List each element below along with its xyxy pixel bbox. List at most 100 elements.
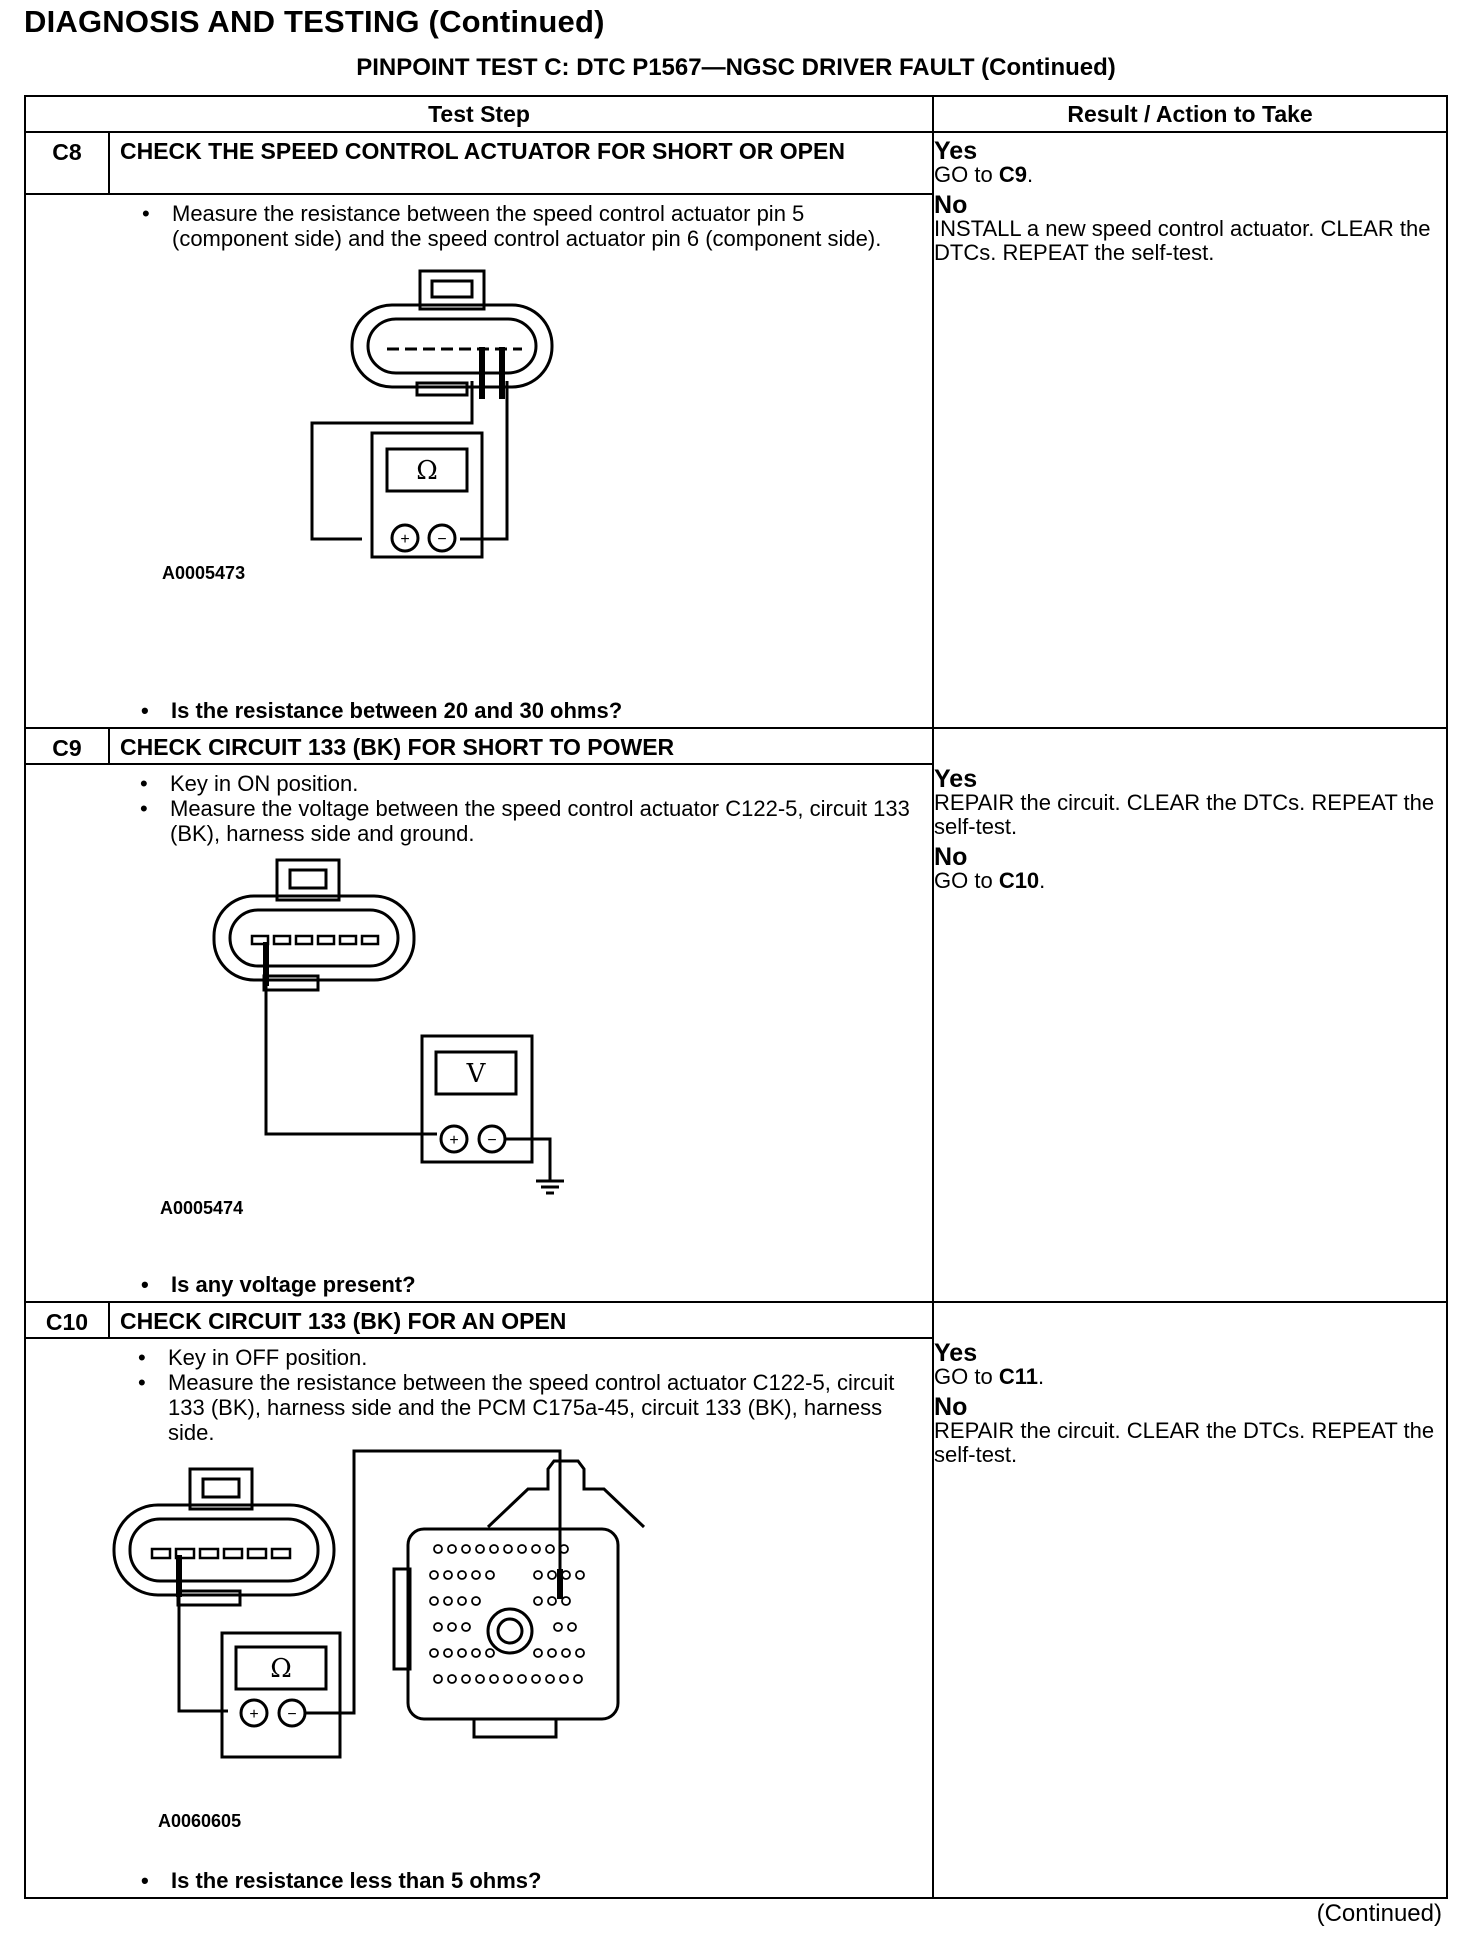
col-header-result: Result / Action to Take [932,95,1449,133]
resistance-measurement-diagram: Ω + − [310,269,554,559]
minus-terminal-icon: − [287,1706,296,1723]
pcm-pin [531,1544,541,1554]
pcm-pin [573,1674,583,1684]
ohm-symbol: Ω [270,1654,292,1684]
pcm-pin [533,1648,543,1658]
pcm-pin [547,1596,557,1606]
pcm-pin [433,1622,443,1632]
step-body-c8: Measure the resistance between the speed… [23,194,935,729]
pcm-pin [547,1570,557,1580]
pcm-pin [429,1570,439,1580]
step-body-c9: Key in ON position. Measure the voltage … [23,764,935,1303]
result-c8: Yes GO to C9. No INSTALL a new speed con… [932,131,1449,729]
no-action: GO to C10. [934,868,1046,893]
pcm-pin [429,1648,439,1658]
step-id-c10: C10 [24,1301,110,1339]
pcm-pin [461,1622,471,1632]
yes-label: Yes [934,1339,978,1367]
pinpoint-test-title: PINPOINT TEST C: DTC P1567—NGSC DRIVER F… [356,54,1116,81]
pcm-pin [567,1622,577,1632]
voltage-measurement-diagram: V + − [212,858,564,1195]
pcm-pin [489,1674,499,1684]
pcm-pin [461,1674,471,1684]
continued-label: (Continued) [1316,1900,1442,1927]
pcm-pin [429,1596,439,1606]
pcm-pin [575,1648,585,1658]
pcm-pin [547,1648,557,1658]
no-label: No [934,1393,968,1421]
minus-terminal-icon: − [487,1132,496,1149]
pcm-pin [575,1570,585,1580]
figure-id: A0005473 [162,563,246,583]
pcm-pin [559,1544,569,1554]
yes-action: REPAIR the circuit. CLEAR the DTCs. REPE… [934,790,1435,839]
pcm-circuit-diagram: Ω + − [112,1449,646,1759]
pcm-pin [475,1674,485,1684]
pcm-pin [447,1674,457,1684]
no-label: No [934,191,968,219]
step-id-c9: C9 [24,727,110,765]
pcm-pin [561,1570,571,1580]
instruction: Key in ON position. [130,771,922,796]
pcm-pin [471,1570,481,1580]
pcm-pin [533,1596,543,1606]
pcm-pin [517,1544,527,1554]
pinpoint-test-table: Test Step Result / Action to Take C8 CHE… [23,95,1449,1899]
yes-label: Yes [934,765,978,793]
pcm-pin [545,1674,555,1684]
goto-step: C11 [998,1364,1038,1389]
pcm-pin [443,1596,453,1606]
pcm-pin [559,1674,569,1684]
step-question: Is the resistance between 20 and 30 ohms… [131,698,622,723]
no-action: INSTALL a new speed control actuator. CL… [934,216,1431,265]
yes-action: GO to C9. [934,162,1034,187]
figure-id: A0060605 [158,1811,242,1831]
instruction: Measure the voltage between the speed co… [130,796,922,846]
pcm-pin [457,1596,467,1606]
instruction: Measure the resistance between the speed… [128,1370,922,1445]
pcm-pin [517,1674,527,1684]
plus-terminal-icon: + [400,531,409,548]
goto-step: C9 [998,162,1027,187]
step-title-c8: CHECK THE SPEED CONTROL ACTUATOR FOR SHO… [107,131,935,195]
step-body-c10: Key in OFF position. Measure the resista… [23,1338,935,1899]
instruction: Key in OFF position. [128,1345,922,1370]
pcm-pin [471,1648,481,1658]
page-title: DIAGNOSIS AND TESTING (Continued) [24,4,605,39]
pcm-pin [545,1544,555,1554]
pcm-pin [475,1544,485,1554]
plus-terminal-icon: + [449,1132,458,1149]
goto-step: C10 [998,868,1040,893]
pcm-pin [561,1648,571,1658]
pcm-pin [461,1544,471,1554]
step-title-c9: CHECK CIRCUIT 133 (BK) FOR SHORT TO POWE… [107,727,935,765]
figure-id: A0005474 [160,1198,244,1218]
pcm-pin [485,1570,495,1580]
step-question: Is the resistance less than 5 ohms? [131,1868,541,1893]
yes-action: GO to C11. [934,1364,1045,1389]
pcm-pin [443,1648,453,1658]
yes-label: Yes [934,137,978,165]
pcm-pin [433,1674,443,1684]
minus-terminal-icon: − [437,531,446,548]
plus-terminal-icon: + [249,1706,258,1723]
pcm-pin [433,1544,443,1554]
pcm-pin [443,1570,453,1580]
ohm-symbol: Ω [416,456,438,486]
step-question: Is any voltage present? [131,1272,416,1297]
no-action: REPAIR the circuit. CLEAR the DTCs. REPE… [934,1418,1435,1467]
pcm-pin [533,1570,543,1580]
pcm-pin [471,1596,481,1606]
pcm-pin [489,1544,499,1554]
pcm-pin [447,1544,457,1554]
pcm-pin [553,1622,563,1632]
step-id-c8: C8 [24,131,110,195]
pcm-pin [503,1674,513,1684]
instruction: Measure the resistance between the speed… [132,201,922,251]
pcm-pin [531,1674,541,1684]
pcm-pin [561,1596,571,1606]
result-c10: Yes GO to C11. No REPAIR the circuit. CL… [932,1301,1449,1899]
result-c9: Yes REPAIR the circuit. CLEAR the DTCs. … [932,727,1449,1303]
pcm-pin [485,1648,495,1658]
pcm-pin [457,1570,467,1580]
